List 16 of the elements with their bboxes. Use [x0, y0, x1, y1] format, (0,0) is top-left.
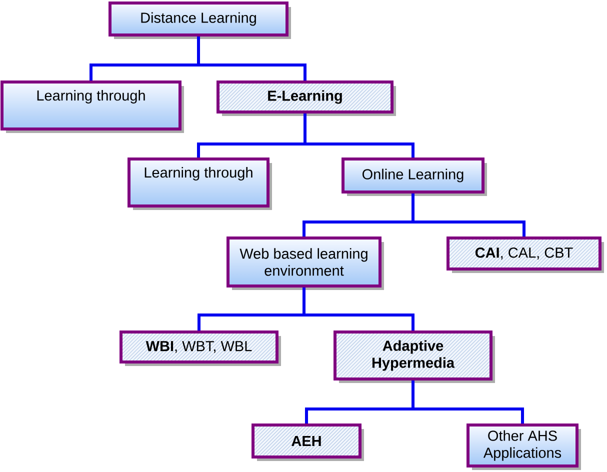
concept-box: Other AHS Applications [466, 424, 581, 470]
connector-line [305, 379, 524, 425]
connector-line [302, 192, 526, 238]
concept-box: Online Learning [342, 158, 487, 196]
concept-box: CAI, CAL, CBT [446, 236, 604, 273]
concept-box: Adaptive Hypermedia [334, 330, 495, 383]
connector-line [198, 286, 414, 332]
concept-box: E-Learning [216, 80, 396, 116]
connector-line [197, 112, 414, 159]
concept-box: Learning through [0, 80, 184, 133]
concept-box: WBI, WBT, WBL [120, 330, 281, 366]
concept-box: Learning through [128, 158, 272, 210]
connector-line [90, 35, 306, 82]
concept-box: Web based learning environment [226, 236, 384, 290]
concept-box: AEH [252, 424, 364, 461]
concept-box: Distance Learning [108, 2, 291, 39]
